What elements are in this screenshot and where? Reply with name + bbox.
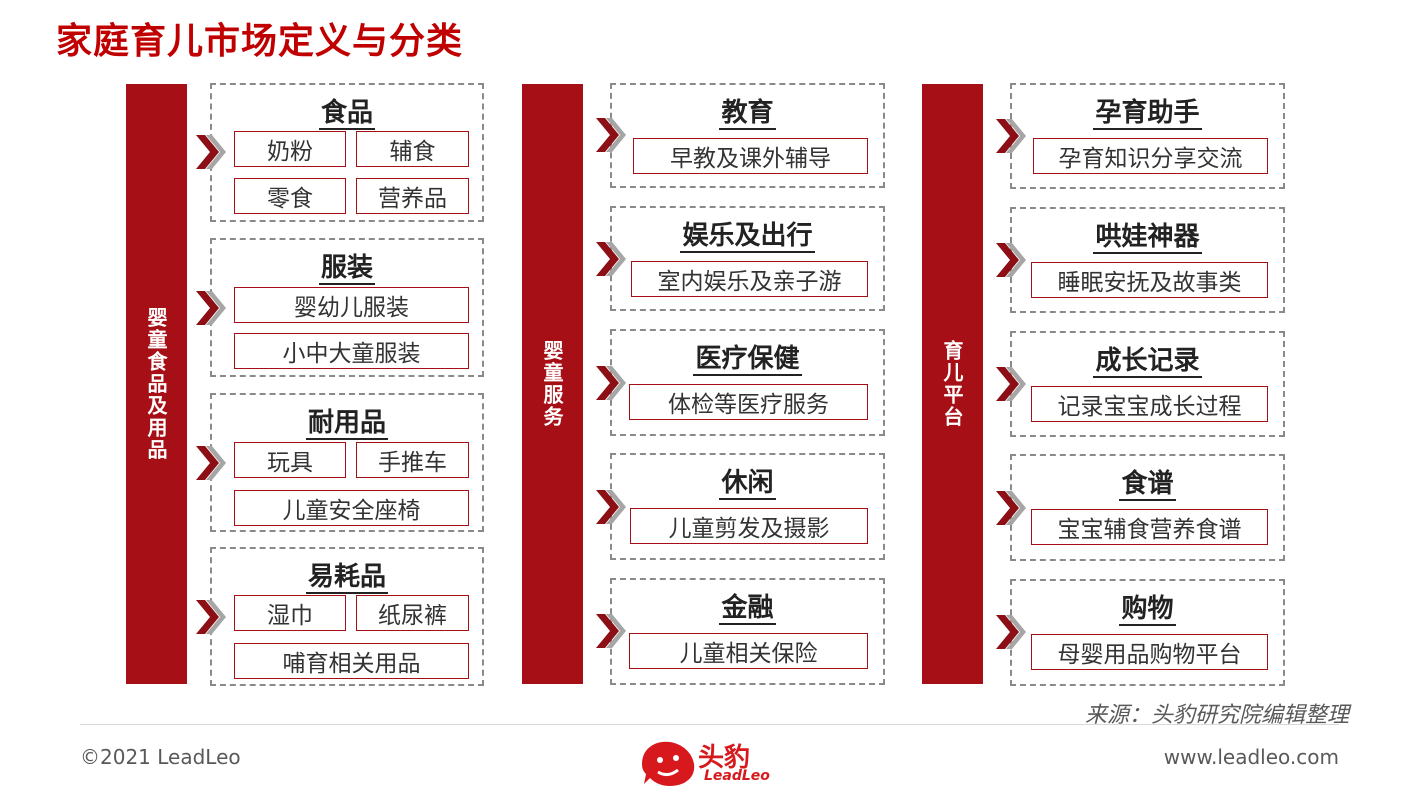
column-label: 婴童服务 xyxy=(540,340,564,428)
group-title: 孕育助手 xyxy=(1093,98,1202,130)
group-shopping: 购物 母婴用品购物平台 xyxy=(1010,579,1285,686)
chevron-right-icon xyxy=(996,615,1026,649)
page-title: 家庭育儿市场定义与分类 xyxy=(56,21,464,62)
group-education: 教育 早教及课外辅导 xyxy=(610,83,885,188)
item-box: 玩具 xyxy=(234,442,346,478)
chevron-right-icon xyxy=(996,367,1026,401)
group-title: 耐用品 xyxy=(305,408,388,440)
group-durables: 耐用品 玩具 手推车 儿童安全座椅 xyxy=(210,393,484,532)
group-consumables: 易耗品 湿巾 纸尿裤 哺育相关用品 xyxy=(210,547,484,686)
item-box: 睡眠安抚及故事类 xyxy=(1031,262,1268,298)
item-box: 营养品 xyxy=(356,178,469,214)
column-label: 婴童食品及用品 xyxy=(144,307,168,461)
chevron-right-icon xyxy=(996,491,1026,525)
chevron-right-icon xyxy=(596,490,626,524)
item-box: 母婴用品购物平台 xyxy=(1031,634,1268,670)
group-title: 哄娃神器 xyxy=(1093,222,1202,254)
chevron-right-icon xyxy=(596,366,626,400)
item-box: 手推车 xyxy=(356,442,469,478)
item-box: 儿童安全座椅 xyxy=(234,490,469,526)
chevron-right-icon xyxy=(596,242,626,276)
group-title: 教育 xyxy=(719,98,776,130)
logo-subtext: LeadLeo xyxy=(704,768,770,784)
item-box: 辅食 xyxy=(356,131,469,167)
column-bar-platforms: 育儿平台 xyxy=(922,84,983,684)
group-entertainment-travel: 娱乐及出行 室内娱乐及亲子游 xyxy=(610,206,885,311)
item-box: 小中大童服装 xyxy=(234,333,469,369)
item-box: 体检等医疗服务 xyxy=(629,384,868,420)
item-box: 零食 xyxy=(234,178,346,214)
item-box: 宝宝辅食营养食谱 xyxy=(1031,509,1268,545)
group-title: 易耗品 xyxy=(305,562,388,594)
item-box: 婴幼儿服装 xyxy=(234,287,469,323)
chevron-right-icon xyxy=(596,118,626,152)
chevron-right-icon xyxy=(196,600,226,634)
item-box: 奶粉 xyxy=(234,131,346,167)
item-box: 孕育知识分享交流 xyxy=(1033,138,1268,174)
item-box: 室内娱乐及亲子游 xyxy=(631,261,868,297)
item-box: 儿童剪发及摄影 xyxy=(630,508,868,544)
group-title: 食品 xyxy=(318,98,375,130)
column-label: 育儿平台 xyxy=(940,340,964,428)
chevron-right-icon xyxy=(996,119,1026,153)
item-box: 纸尿裤 xyxy=(356,595,469,631)
item-box: 记录宝宝成长过程 xyxy=(1031,386,1268,422)
chevron-right-icon xyxy=(196,135,226,169)
group-title: 购物 xyxy=(1119,594,1176,626)
chevron-right-icon xyxy=(196,291,226,325)
column-bar-services: 婴童服务 xyxy=(522,84,583,684)
group-title: 食谱 xyxy=(1119,469,1176,501)
item-box: 儿童相关保险 xyxy=(629,633,868,669)
copyright-text: ©2021 LeadLeo xyxy=(80,745,241,769)
logo-wordmark: 头豹 xyxy=(698,743,751,773)
group-title: 医疗保健 xyxy=(693,344,802,376)
item-box: 哺育相关用品 xyxy=(234,643,469,679)
group-leisure: 休闲 儿童剪发及摄影 xyxy=(610,453,885,560)
group-pregnancy-assistant: 孕育助手 孕育知识分享交流 xyxy=(1010,83,1285,189)
item-box: 早教及课外辅导 xyxy=(633,138,868,174)
footer-divider xyxy=(80,724,1339,725)
leopard-logo-icon xyxy=(642,741,695,786)
group-title: 金融 xyxy=(719,593,776,625)
group-soothing-tools: 哄娃神器 睡眠安抚及故事类 xyxy=(1010,207,1285,313)
source-note: 来源：头豹研究院编辑整理 xyxy=(1084,703,1349,728)
group-finance: 金融 儿童相关保险 xyxy=(610,578,885,685)
group-title: 娱乐及出行 xyxy=(680,221,815,253)
item-box: 湿巾 xyxy=(234,595,346,631)
group-title: 服装 xyxy=(318,253,375,285)
column-bar-food-supplies: 婴童食品及用品 xyxy=(126,84,187,684)
chevron-right-icon xyxy=(196,446,226,480)
group-recipes: 食谱 宝宝辅食营养食谱 xyxy=(1010,454,1285,561)
group-clothing: 服装 婴幼儿服装 小中大童服装 xyxy=(210,238,484,377)
chevron-right-icon xyxy=(996,243,1026,277)
group-healthcare: 医疗保健 体检等医疗服务 xyxy=(610,329,885,436)
chevron-right-icon xyxy=(596,614,626,648)
group-growth-records: 成长记录 记录宝宝成长过程 xyxy=(1010,331,1285,437)
group-title: 成长记录 xyxy=(1093,346,1202,378)
website-link[interactable]: www.leadleo.com xyxy=(1163,745,1339,769)
group-title: 休闲 xyxy=(719,468,776,500)
group-food: 食品 奶粉 辅食 零食 营养品 xyxy=(210,83,484,222)
